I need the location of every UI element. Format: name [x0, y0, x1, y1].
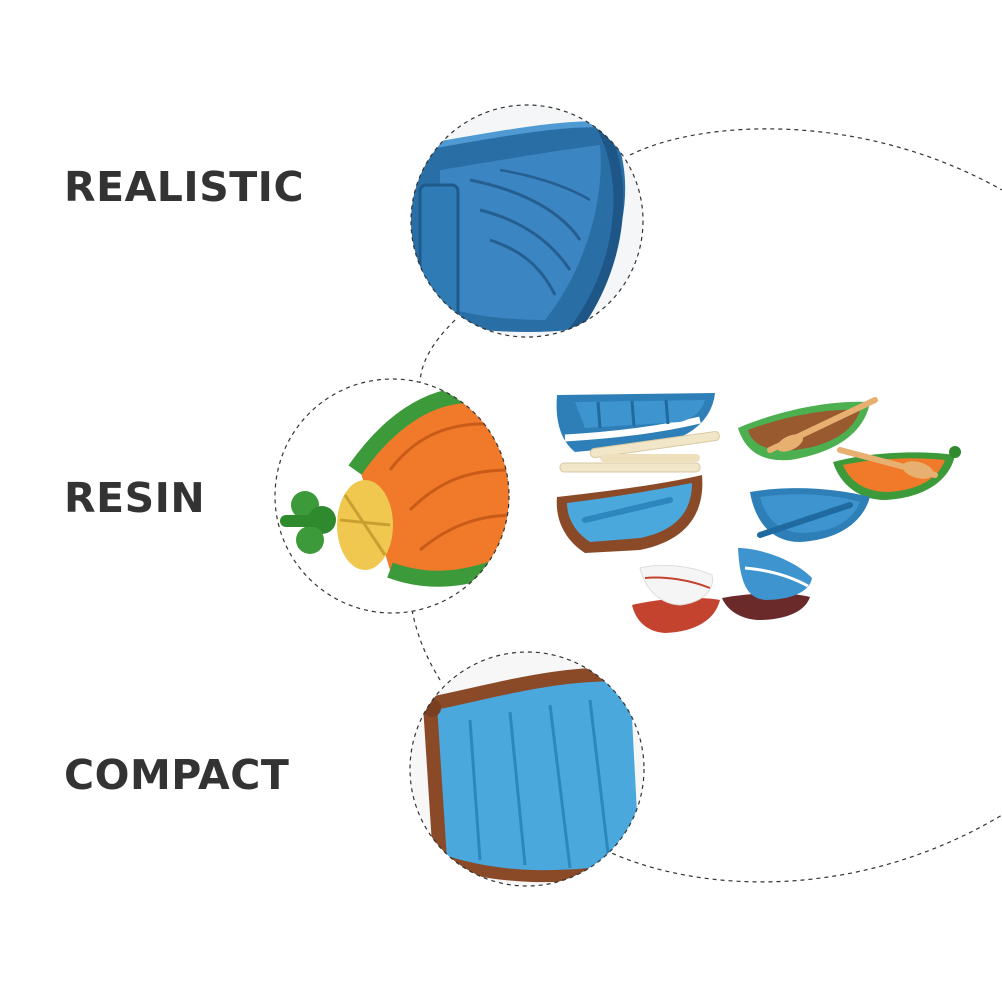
- boat-white-sailboat: [632, 564, 720, 633]
- dashed-connector: [411, 609, 441, 681]
- dashed-connector: [419, 319, 456, 386]
- dashed-connector: [604, 814, 1002, 883]
- dashed-connector: [629, 128, 1002, 191]
- boat-orange-canoe: [833, 446, 961, 500]
- boat-blue-sailboat: [722, 548, 812, 620]
- boat-blue-canoe: [750, 488, 870, 542]
- feature-label-compact: COMPACT: [64, 751, 290, 799]
- detail-circle-realistic: [410, 104, 644, 338]
- feature-label-realistic: REALISTIC: [64, 163, 305, 211]
- feature-label-resin: RESIN: [64, 474, 206, 522]
- boat-set-product: [556, 393, 961, 633]
- detail-circle-resin: [274, 378, 510, 614]
- oars: [559, 431, 720, 473]
- boat-brown-blue: [556, 475, 703, 553]
- boat-green-canoe: [738, 397, 878, 461]
- detail-circle-compact: [409, 651, 645, 887]
